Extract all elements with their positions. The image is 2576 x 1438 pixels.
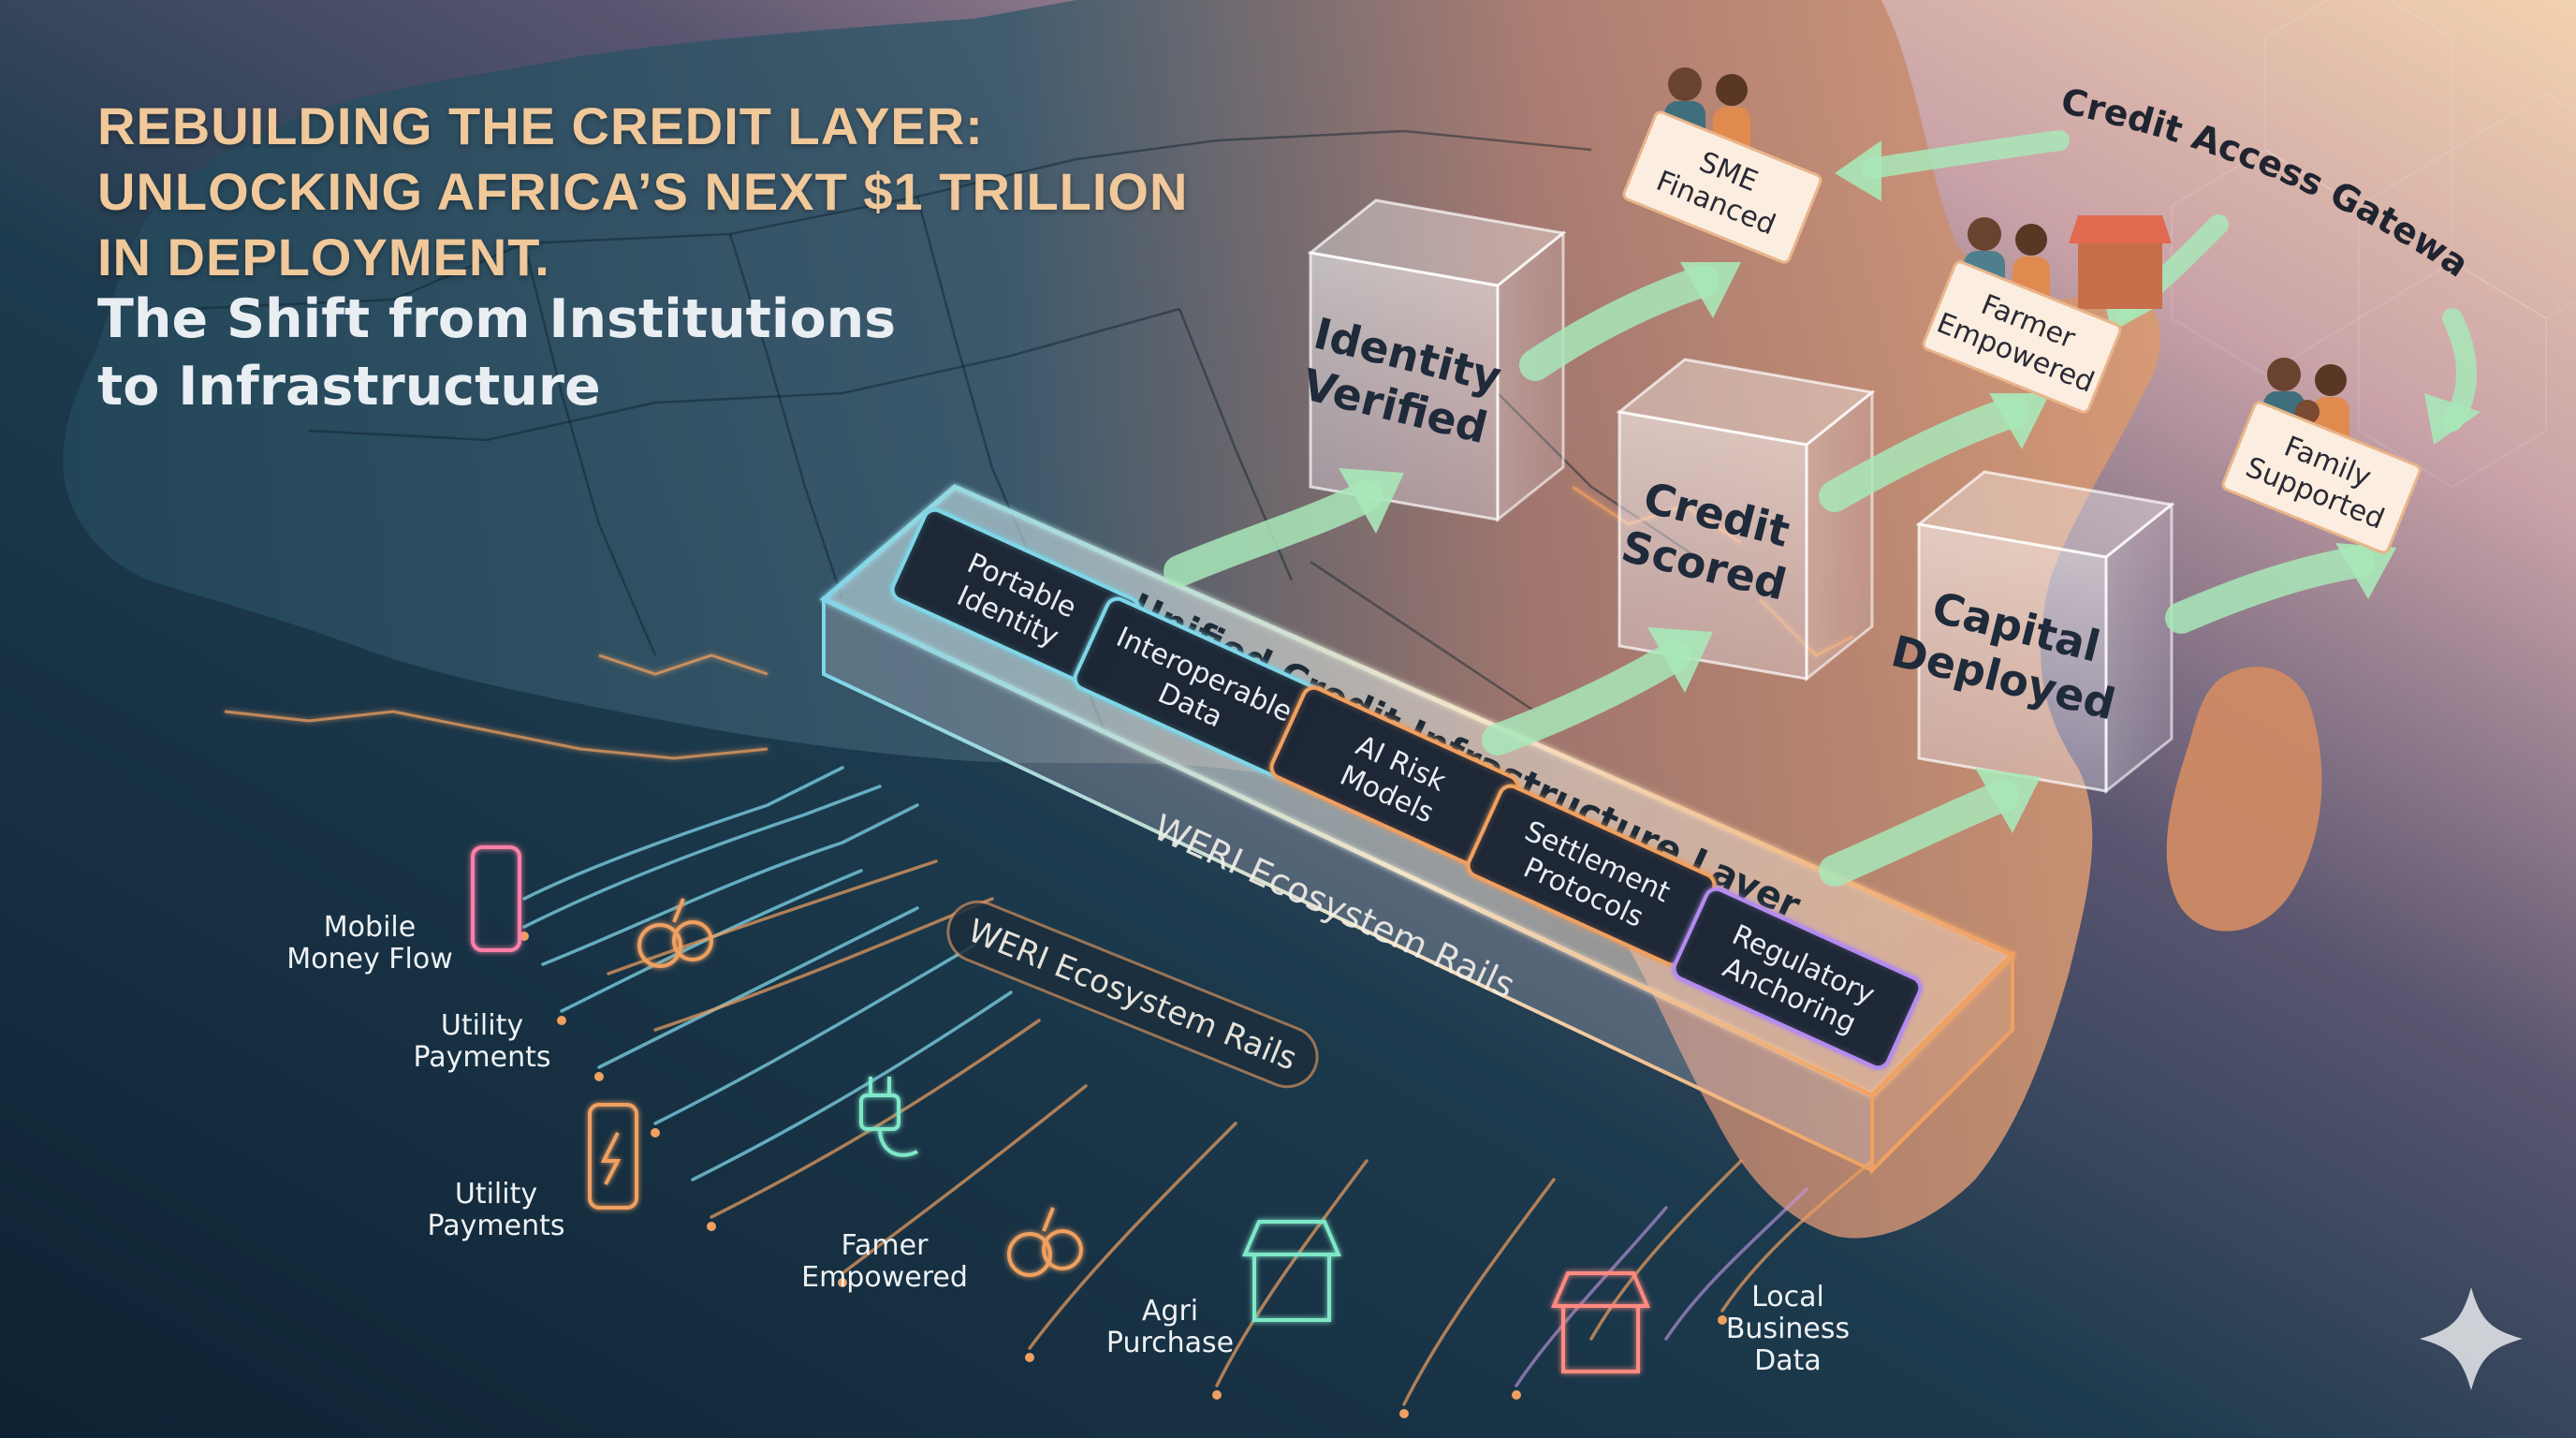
subhead-line-1: The Shift from Institutions: [97, 288, 897, 350]
island-map: [2166, 667, 2322, 932]
farmer-figure: [1964, 215, 2172, 316]
mobile-phone-icon: [471, 845, 521, 952]
arrow-platform-to-identity: [1164, 480, 1383, 587]
arrow-platform-to-capital: [1819, 780, 2019, 887]
data-source-label-line-1: Utility: [441, 1009, 523, 1042]
data-source-label-line-2: Purchase: [1106, 1327, 1234, 1359]
arrow-capital-to-family: [2165, 546, 2375, 634]
arrowheads: [1339, 140, 2481, 833]
data-source-label-line-2: Business: [1726, 1313, 1850, 1345]
data-source-label-line-1: Utility: [455, 1178, 537, 1211]
data-source-label-line-1: Famer: [842, 1229, 929, 1262]
data-source-label-line-1: Agri: [1142, 1295, 1198, 1328]
vegetables-icon: [1007, 1207, 1083, 1277]
arrow-credit-to-farmer: [1819, 396, 2028, 512]
cube-top-face: [1307, 198, 1567, 287]
hex-grid-decoration: [2171, 0, 2576, 489]
data-source-label-line-1: Local: [1751, 1281, 1824, 1313]
fruit-icon: [637, 898, 713, 968]
subhead-line-2: to Infrastructure: [97, 356, 601, 418]
data-source-label-line-2: Empowered: [801, 1261, 968, 1294]
data-source-label-line-2: Money Flow: [286, 943, 452, 976]
charging-phone-icon: [588, 1103, 638, 1210]
subhead: The Shift from Institutions to Infrastru…: [97, 286, 940, 420]
card-body: [1922, 260, 2122, 414]
card-body: [1622, 110, 1822, 264]
sparkle-icon: [2420, 1287, 2523, 1390]
card-body: [2221, 401, 2422, 554]
data-source-label-line-2: Payments: [414, 1041, 551, 1074]
data-source-label-line-1: Mobile: [324, 911, 416, 944]
arrow-gateway-to-sme: [1862, 130, 2070, 179]
headline-line-1: REBUILDING THE CREDIT LAYER:: [97, 96, 984, 155]
rail-nodes: [520, 932, 1727, 1418]
module-tile-body: [1672, 887, 1923, 1070]
arrow-identity-to-sme: [1519, 265, 1720, 381]
shop-icon: [1550, 1271, 1651, 1373]
outcome-cards: SMEFinancedFarmerEmpoweredFamilySupporte…: [1622, 67, 2422, 554]
headline: REBUILDING THE CREDIT LAYER: UNLOCKING A…: [97, 94, 1202, 290]
stage-cubes: IdentityVerifiedCreditScoredCapitalDeplo…: [1297, 198, 2175, 795]
data-rails: [522, 766, 1874, 1406]
headline-line-2: UNLOCKING AFRICA’S NEXT $1 TRILLION: [97, 162, 1189, 221]
flow-arrows: [1164, 130, 2477, 887]
cube-top-face: [1616, 358, 1876, 447]
shop-building: [2078, 243, 2162, 309]
headline-line-3: IN DEPLOYMENT.: [97, 227, 550, 286]
arrow-platform-to-credit: [1482, 639, 1691, 756]
power-plug-icon: [859, 1077, 918, 1157]
cube-top-face: [1915, 470, 2175, 559]
data-source-label-line-3: Data: [1754, 1344, 1822, 1377]
data-source-label-line-2: Payments: [428, 1210, 565, 1242]
market-stall-icon: [1241, 1220, 1342, 1322]
